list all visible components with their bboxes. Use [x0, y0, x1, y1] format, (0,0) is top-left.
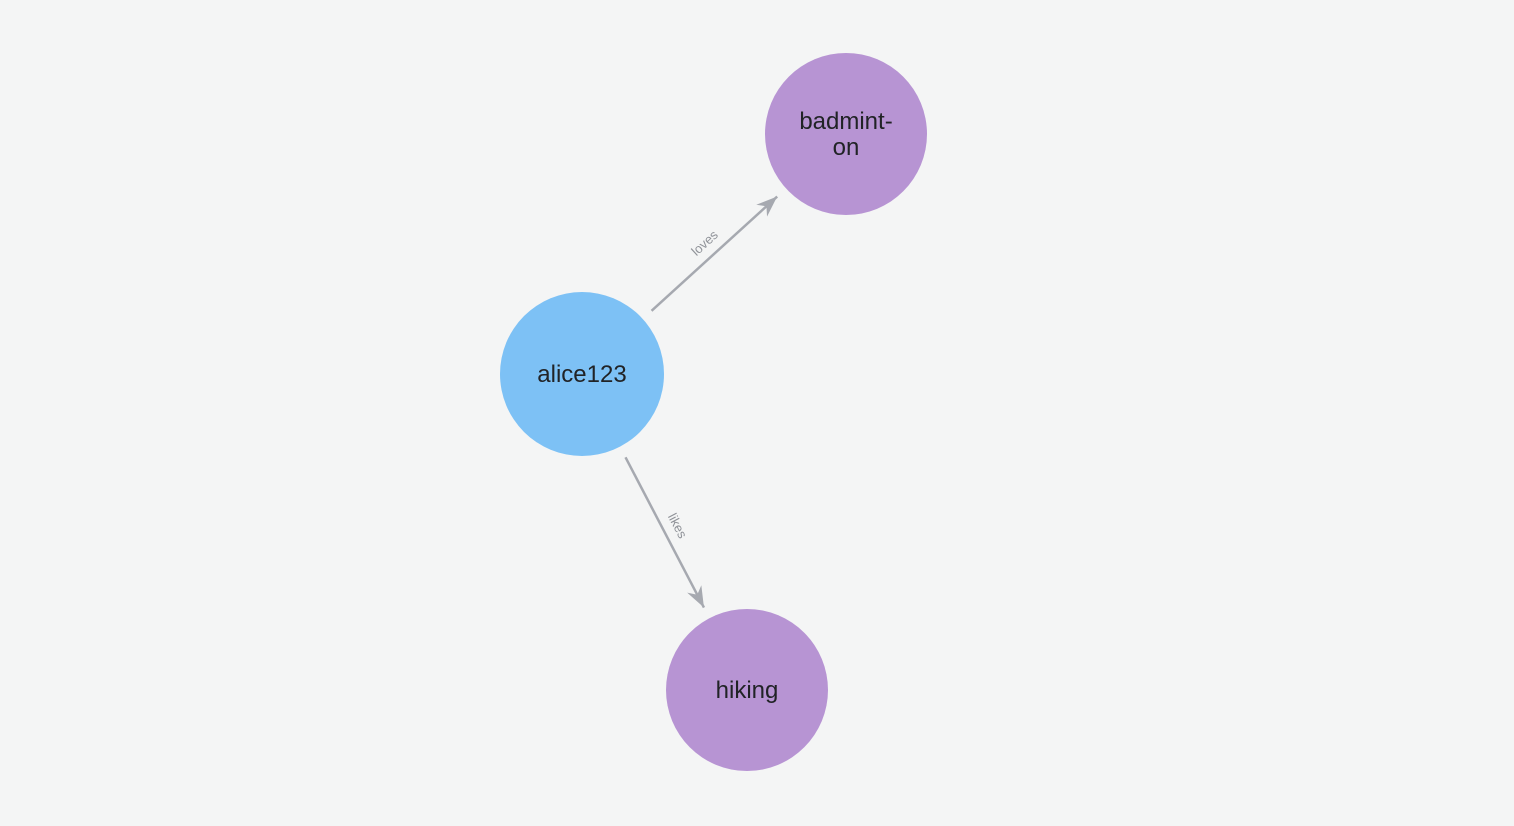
node-alice123[interactable]: alice123	[500, 292, 664, 456]
node-circle[interactable]	[765, 53, 927, 215]
edge-line[interactable]	[650, 195, 779, 312]
edge-label: likes	[665, 511, 691, 541]
node-circle[interactable]	[666, 609, 828, 771]
node-label: hiking	[716, 677, 779, 704]
node-badminton[interactable]: badmint-on	[765, 53, 927, 215]
edge-line[interactable]	[624, 456, 706, 609]
edge-alice123-likes-hiking[interactable]: likes	[624, 456, 706, 609]
node-label: badmint-on	[799, 108, 892, 161]
node-label: alice123	[537, 361, 626, 388]
node-hiking[interactable]: hiking	[666, 609, 828, 771]
edge-alice123-loves-badminton[interactable]: loves	[650, 195, 779, 312]
node-circle[interactable]	[500, 292, 664, 456]
edge-label: loves	[688, 227, 721, 259]
